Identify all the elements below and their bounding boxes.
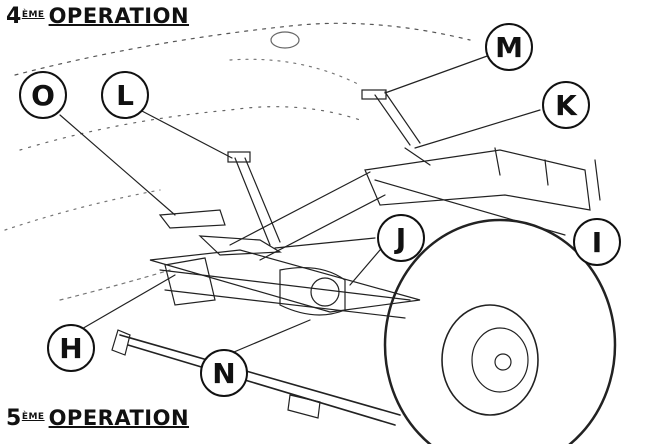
frame-rail (364, 149, 591, 211)
strut-top (361, 89, 387, 100)
callout-k: K (542, 81, 590, 129)
frame-crossmember (494, 147, 601, 201)
callout-m: M (485, 23, 533, 71)
body-outline-5 (229, 58, 361, 86)
axle-tube (159, 269, 411, 319)
body-outline-2 (19, 106, 361, 151)
body-outline-4 (59, 269, 171, 301)
heading-superscript: ÈME (21, 9, 45, 20)
driveshaft-end (111, 329, 131, 356)
heading-word: OPERATION (48, 406, 190, 430)
heading-word: OPERATION (48, 4, 190, 28)
leader-j (274, 237, 381, 286)
wheel-tire (383, 218, 617, 448)
callout-h: H (47, 324, 95, 372)
body-outline (14, 22, 471, 76)
strut-base (404, 147, 431, 166)
wheel-rim (441, 304, 539, 416)
callout-l: L (101, 71, 149, 119)
callout-j: J (377, 214, 425, 262)
body-detail (270, 31, 300, 49)
leader-m (384, 54, 491, 94)
spring-plate (149, 249, 421, 313)
callout-i: I (573, 218, 621, 266)
link-top (227, 151, 251, 163)
driveshaft (119, 334, 401, 426)
leader-l (139, 109, 233, 159)
callout-n: N (200, 349, 248, 397)
leader-h (79, 274, 176, 331)
heading-number: 5 (6, 406, 22, 431)
leader-k (414, 109, 541, 149)
leader-o (59, 114, 176, 216)
bracket-plate (158, 209, 226, 229)
wheel-hub-center (494, 353, 512, 371)
hub-assembly (164, 257, 216, 306)
body-outline-3 (4, 189, 161, 231)
frame-tube (229, 171, 386, 261)
link-rod (234, 157, 281, 246)
strut-rod (374, 91, 421, 146)
callout-o: O (19, 71, 67, 119)
driveshaft-joint (287, 394, 321, 419)
brake-drum (471, 327, 529, 393)
leader-i (374, 179, 566, 236)
link-bracket (198, 235, 283, 256)
heading-superscript: ÈME (21, 411, 45, 422)
axle-hub (310, 277, 340, 307)
heading-number: 4 (6, 4, 22, 29)
